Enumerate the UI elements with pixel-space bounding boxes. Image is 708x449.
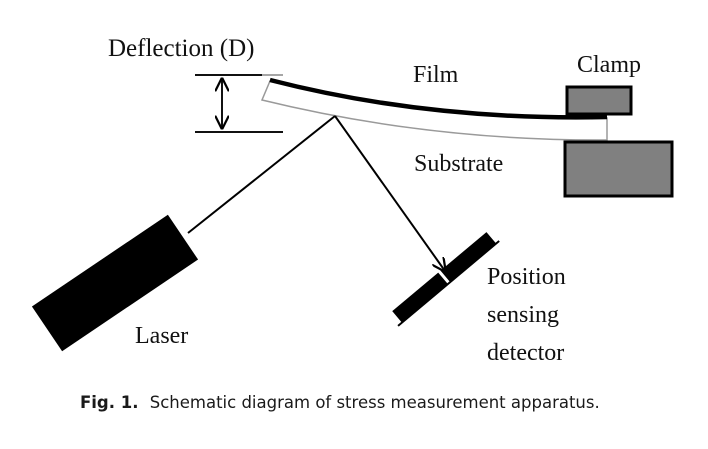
clamp-top-block [565, 85, 633, 116]
caption-prefix: Fig. 1. [80, 393, 139, 412]
label-laser: Laser [135, 323, 188, 349]
figure-caption: Fig. 1. Schematic diagram of stress meas… [80, 393, 600, 412]
reflected-beam [334, 115, 445, 271]
label-detector-line3: detector [487, 340, 564, 366]
detector-segment-upper [440, 232, 497, 283]
label-substrate: Substrate [414, 151, 503, 177]
label-detector-line1: Position [487, 264, 566, 290]
detector-base-line [397, 240, 500, 327]
detector-segment-lower [392, 272, 448, 323]
label-clamp: Clamp [577, 52, 641, 78]
caption-text: Schematic diagram of stress measurement … [150, 393, 600, 412]
laser [31, 214, 199, 352]
film-layer [269, 77, 608, 120]
laser-body [31, 214, 199, 352]
label-detector-line2: sensing [487, 302, 559, 328]
incident-beam [187, 115, 336, 234]
label-film: Film [413, 62, 459, 88]
deflection-indicator [195, 74, 283, 133]
position-sensing-detector [392, 232, 500, 327]
clamp-bottom-block [563, 140, 674, 198]
label-deflection: Deflection (D) [108, 35, 254, 62]
